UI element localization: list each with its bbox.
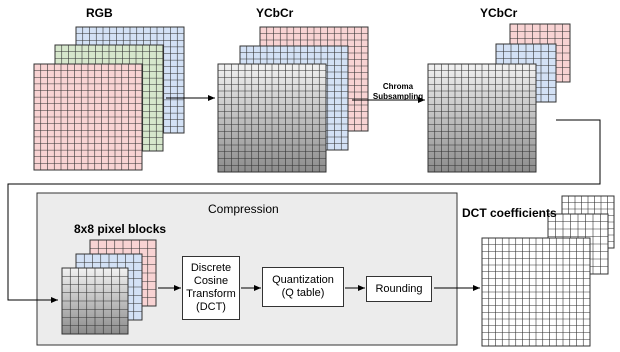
rounding-box-label: Rounding bbox=[375, 282, 423, 295]
quantization-box: Quantization (Q table) bbox=[262, 267, 344, 307]
dct-box: Discrete Cosine Transform (DCT) bbox=[182, 256, 240, 320]
quantization-box-label: Quantization (Q table) bbox=[272, 274, 334, 299]
rounding-box: Rounding bbox=[366, 276, 432, 302]
ycbcr-subsampled-label: YCbCr bbox=[480, 6, 518, 20]
compression-title: Compression bbox=[208, 202, 279, 216]
pixel-blocks-label: 8x8 pixel blocks bbox=[74, 222, 167, 236]
rgb-label: RGB bbox=[86, 6, 113, 20]
ycbcr-label: YCbCr bbox=[256, 6, 294, 20]
rgb-red-plane bbox=[33, 63, 143, 171]
block-y-plane bbox=[61, 267, 129, 335]
dct-coefficients-label: DCT coefficients bbox=[462, 206, 557, 220]
dct-box-label: Discrete Cosine Transform (DCT) bbox=[186, 262, 236, 313]
subsampled-y-plane bbox=[427, 63, 537, 173]
chroma-subsampling-label: Chroma Subsampling bbox=[372, 82, 424, 101]
ycbcr-y-plane bbox=[217, 63, 327, 173]
dct-coeff-plane-1 bbox=[481, 237, 591, 347]
connector-to-compression bbox=[7, 119, 601, 303]
